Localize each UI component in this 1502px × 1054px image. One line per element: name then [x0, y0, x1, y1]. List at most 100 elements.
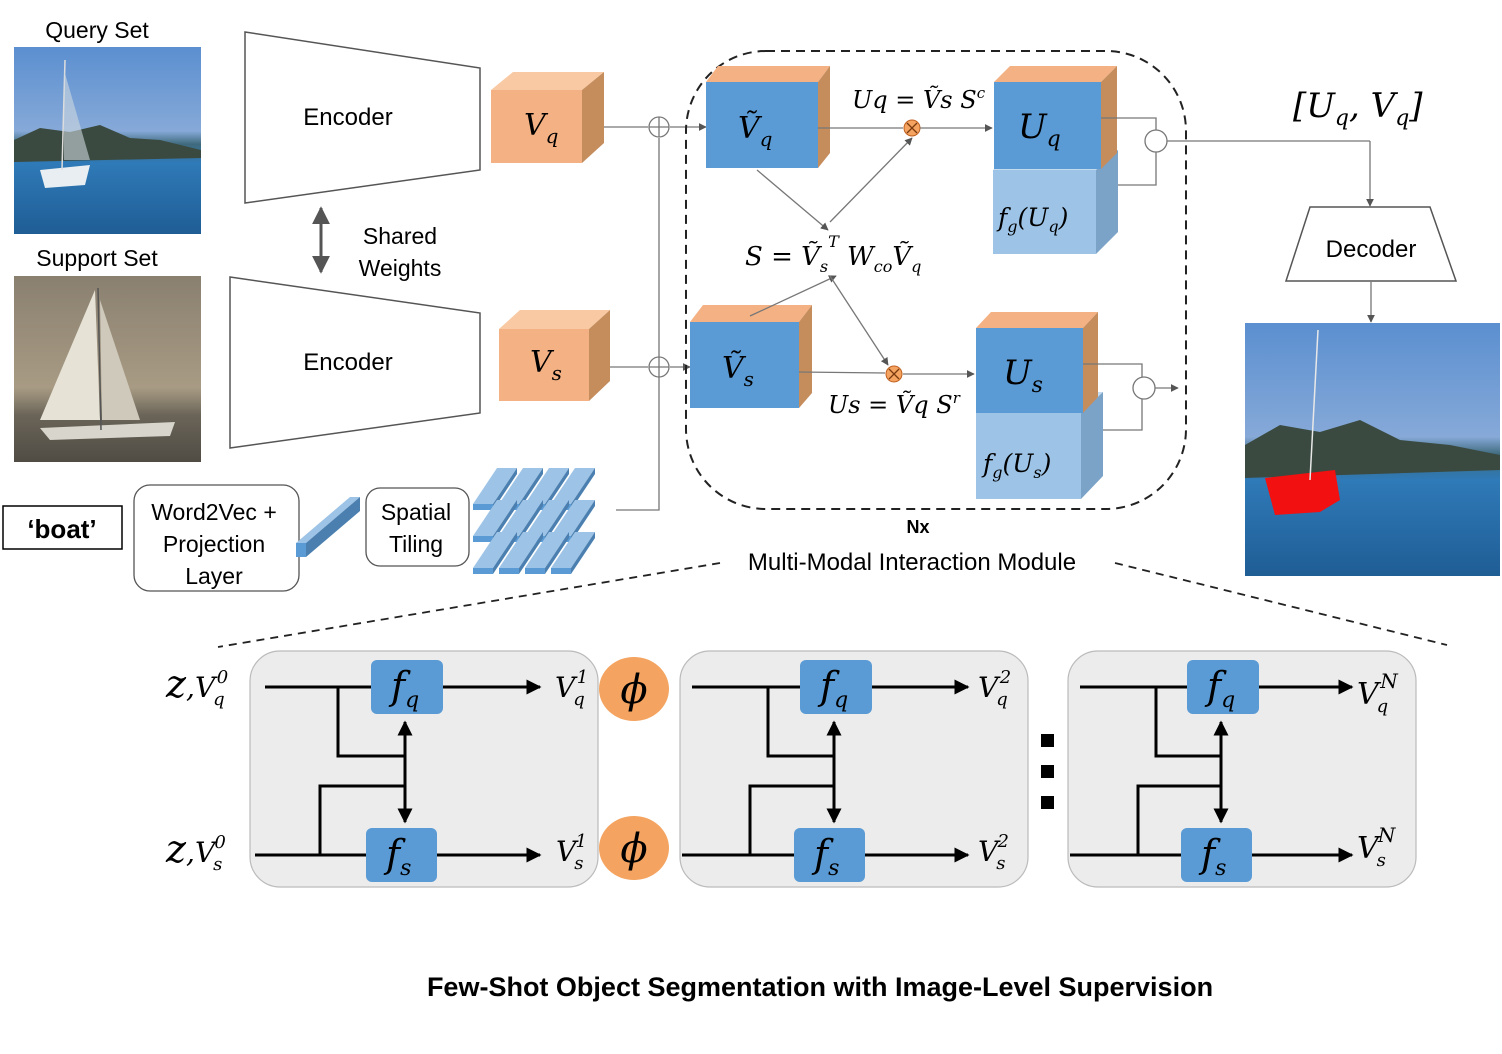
- spatial-tiling-label-2: Tiling: [389, 531, 443, 557]
- output-junction-bottom: [1132, 376, 1156, 400]
- tile-bar-top: [473, 500, 517, 536]
- us-label: Us: [1003, 353, 1043, 398]
- encoder-bottom: [229, 276, 481, 449]
- zoom-guide-left: [217, 562, 721, 648]
- vsN-label: VsN: [1357, 823, 1397, 871]
- fs-block: [1181, 828, 1252, 882]
- fq-block: [371, 660, 443, 714]
- support-to-query-link: [1136, 784, 1221, 855]
- embedding-vector: [296, 497, 360, 557]
- tile-bar-top: [551, 468, 595, 504]
- word2vec-label-3: Layer: [185, 563, 243, 589]
- fq-block: [1187, 660, 1259, 714]
- module-internal-arrows: [749, 117, 1374, 431]
- uq-cube: [994, 66, 1117, 169]
- encoder-bottom-label: Encoder: [303, 349, 392, 376]
- support-to-query-link: [318, 784, 405, 855]
- word2vec-label-2: Projection: [163, 531, 265, 557]
- encoder-top: [244, 31, 481, 204]
- tile-bar-top: [499, 468, 543, 504]
- interaction-module-frame: [685, 50, 1187, 510]
- decoder-label: Decoder: [1326, 236, 1417, 263]
- tile-bar-top: [551, 532, 595, 568]
- tile-bar: [473, 504, 493, 510]
- tile-bar-side: [519, 532, 543, 574]
- tile-bar: [499, 568, 519, 574]
- tile-bar-top: [525, 468, 569, 504]
- query-to-support-link: [1154, 687, 1221, 758]
- uq-equation: Uq = Ṽs Sc: [852, 84, 986, 114]
- figure-title: Few-Shot Object Segmentation with Image-…: [427, 972, 1213, 1002]
- spatial-tiling-label-1: Spatial: [381, 499, 451, 525]
- vq1-label: Vq1: [555, 667, 588, 710]
- vqN-label: VqN: [1357, 669, 1399, 717]
- tile-bar-side: [493, 500, 517, 542]
- tile-bar: [525, 568, 545, 574]
- tile-bar-side: [519, 500, 543, 542]
- tile-bar-side: [571, 532, 595, 574]
- shared-weights-label-2: Weights: [359, 255, 442, 281]
- phi-node-bottom: [599, 816, 669, 880]
- fs-block: [794, 828, 865, 882]
- phi-label-bottom: ϕ: [620, 826, 647, 872]
- tile-bar-side: [493, 468, 517, 510]
- tile-bar-top: [525, 532, 569, 568]
- s-equation: S = ṼsT WcoṼq: [745, 232, 921, 276]
- tile-bar-top: [525, 500, 569, 536]
- vq-tilde-label: Ṽq: [738, 110, 772, 151]
- vq-feature-cube: [491, 72, 604, 163]
- phi-label-top: ϕ: [620, 667, 647, 713]
- word-box: [2, 505, 123, 550]
- zq-input-label: z,Vq0: [165, 662, 228, 710]
- tile-bar-top: [473, 532, 517, 568]
- tile-bar: [473, 536, 493, 542]
- tile-bar-side: [545, 532, 569, 574]
- tile-bar-side: [545, 468, 569, 510]
- word2vec-label-1: Word2Vec +: [151, 499, 277, 525]
- tile-bar-top: [499, 532, 543, 568]
- tile-bar-side: [493, 532, 517, 574]
- concat-label: [Uq, Vq]: [1293, 86, 1423, 131]
- fg-uq-label: fg(Uq): [996, 203, 1068, 236]
- vq2-label: Vq2: [978, 667, 1011, 710]
- nx-label: Nx: [906, 517, 929, 537]
- fs-block: [366, 828, 437, 882]
- tile-bar-side: [571, 468, 595, 510]
- tiled-embedding-grid: [473, 468, 595, 574]
- tile-bar-side: [571, 500, 595, 542]
- query-image: [14, 47, 201, 234]
- query-to-support-link: [766, 687, 834, 758]
- fg-us-label: fg(Us): [981, 449, 1051, 482]
- uq-label: Uq: [1018, 107, 1061, 152]
- tile-bar-side: [519, 468, 543, 510]
- output-segmentation-image: [1245, 323, 1500, 576]
- word-label: ‘boat’: [27, 514, 96, 544]
- vq-label: Vq: [524, 108, 558, 148]
- support-to-query-link: [748, 784, 834, 855]
- support-set-label: Support Set: [36, 245, 158, 271]
- tile-bar-side: [545, 500, 569, 542]
- tile-bar-top: [473, 468, 517, 504]
- vs1-label: Vs1: [556, 831, 587, 874]
- encoder-top-label: Encoder: [303, 104, 392, 131]
- vs-label: Vs: [530, 345, 562, 385]
- fq-block: [800, 660, 872, 714]
- zoom-guide-right: [1114, 562, 1448, 646]
- ellipsis-dot-2: [1041, 765, 1054, 778]
- vq-tilde-cube: [706, 66, 830, 168]
- vs2-label: Vs2: [978, 831, 1009, 874]
- zs-input-label: z,Vs0: [165, 827, 226, 875]
- ellipsis-dot-3: [1041, 796, 1054, 809]
- query-set-label: Query Set: [45, 17, 149, 43]
- spatial-tiling-box: [365, 487, 470, 567]
- ellipsis-dot-1: [1041, 734, 1054, 747]
- tile-bar-top: [499, 500, 543, 536]
- output-junction-top: [1144, 129, 1168, 153]
- query-to-support-link: [336, 687, 405, 758]
- us-equation: Us = Ṽq Sr: [828, 389, 961, 419]
- word2vec-box: [133, 484, 300, 592]
- shared-weights-label-1: Shared: [363, 223, 437, 249]
- decoder: [1284, 206, 1458, 282]
- vs-feature-cube: [499, 310, 610, 401]
